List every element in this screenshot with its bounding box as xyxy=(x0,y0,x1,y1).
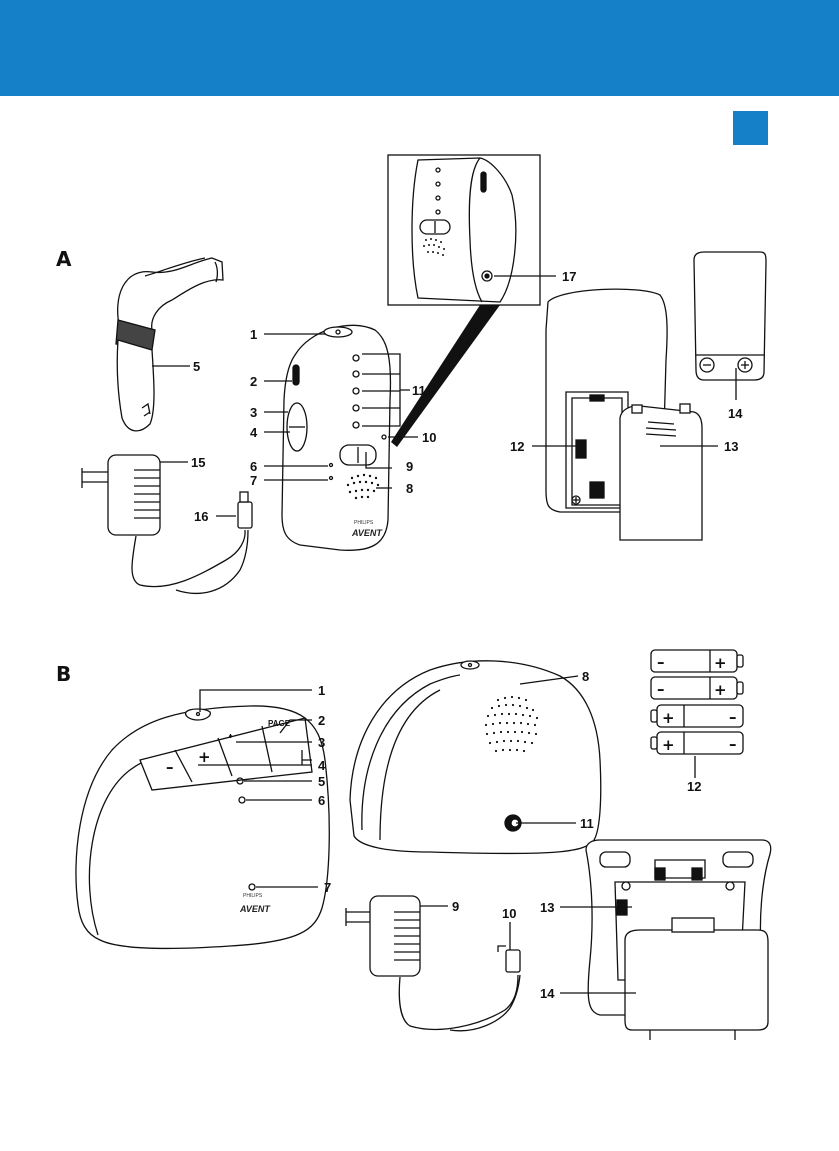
battery-cover-parent xyxy=(620,404,702,540)
brand-small-parent: PHILIPS xyxy=(354,520,374,526)
callout-b-1: 1 xyxy=(318,683,325,698)
minus-button-symbol: – xyxy=(166,758,174,776)
battery-1 xyxy=(651,650,743,672)
callout-a-3: 3 xyxy=(250,405,257,420)
battery-2 xyxy=(651,677,743,699)
brand-large-baby: AVENT xyxy=(239,904,271,914)
plus-button-symbol: + xyxy=(198,748,211,766)
callout-b-7: 7 xyxy=(324,880,331,895)
brand-small-baby: PHILIPS xyxy=(243,893,263,899)
battery-3-plus: + xyxy=(662,709,675,727)
callout-a-8: 8 xyxy=(406,481,413,496)
brand-large-parent: AVENT xyxy=(351,528,383,538)
callout-b-4: 4 xyxy=(318,758,326,773)
battery-4-plus: + xyxy=(662,736,675,754)
battery-1-plus: + xyxy=(714,654,727,672)
callout-a-9: 9 xyxy=(406,459,413,474)
inset-side-view xyxy=(388,155,540,305)
callout-b-5: 5 xyxy=(318,774,325,789)
battery-4-minus: – xyxy=(729,735,737,753)
callout-a-6: 6 xyxy=(250,459,257,474)
callout-b-8: 8 xyxy=(582,669,589,684)
callout-a-11: 11 xyxy=(412,383,426,398)
belt-clip xyxy=(116,258,223,431)
callout-b-9: 9 xyxy=(452,899,459,914)
callout-a-5: 5 xyxy=(193,359,200,374)
callout-a-15: 15 xyxy=(191,455,205,470)
callout-b-12: 12 xyxy=(687,779,701,794)
callout-b-6: 6 xyxy=(318,793,325,808)
callout-a-12: 12 xyxy=(510,439,524,454)
callout-b-2: 2 xyxy=(318,713,325,728)
battery-2-plus: + xyxy=(714,681,727,699)
callout-b-14: 14 xyxy=(540,986,555,1001)
callout-b-3: 3 xyxy=(318,735,325,750)
callout-a-16: 16 xyxy=(194,509,208,524)
battery-2-minus: – xyxy=(657,680,665,698)
parent-unit-front xyxy=(282,325,390,550)
callout-a-13: 13 xyxy=(724,439,738,454)
power-adaptor-parent xyxy=(82,455,252,593)
battery-pack xyxy=(694,252,766,380)
battery-1-minus: – xyxy=(657,653,665,671)
callout-b-13: 13 xyxy=(540,900,554,915)
battery-cover-baby xyxy=(625,918,768,1040)
callout-a-4: 4 xyxy=(250,425,258,440)
callout-b-11: 11 xyxy=(580,816,594,831)
battery-3-minus: – xyxy=(729,708,737,726)
callout-a-17: 17 xyxy=(562,269,576,284)
baby-unit-back xyxy=(350,661,601,854)
callout-b-10: 10 xyxy=(502,906,516,921)
callout-a-10: 10 xyxy=(422,430,436,445)
callout-a-1: 1 xyxy=(250,327,257,342)
page-button-label: PAGE xyxy=(268,719,291,728)
inset-pointer xyxy=(391,305,500,447)
callout-a-2: 2 xyxy=(250,374,257,389)
power-adaptor-baby xyxy=(346,896,520,1031)
callout-a-7: 7 xyxy=(250,473,257,488)
callout-a-14: 14 xyxy=(728,406,743,421)
